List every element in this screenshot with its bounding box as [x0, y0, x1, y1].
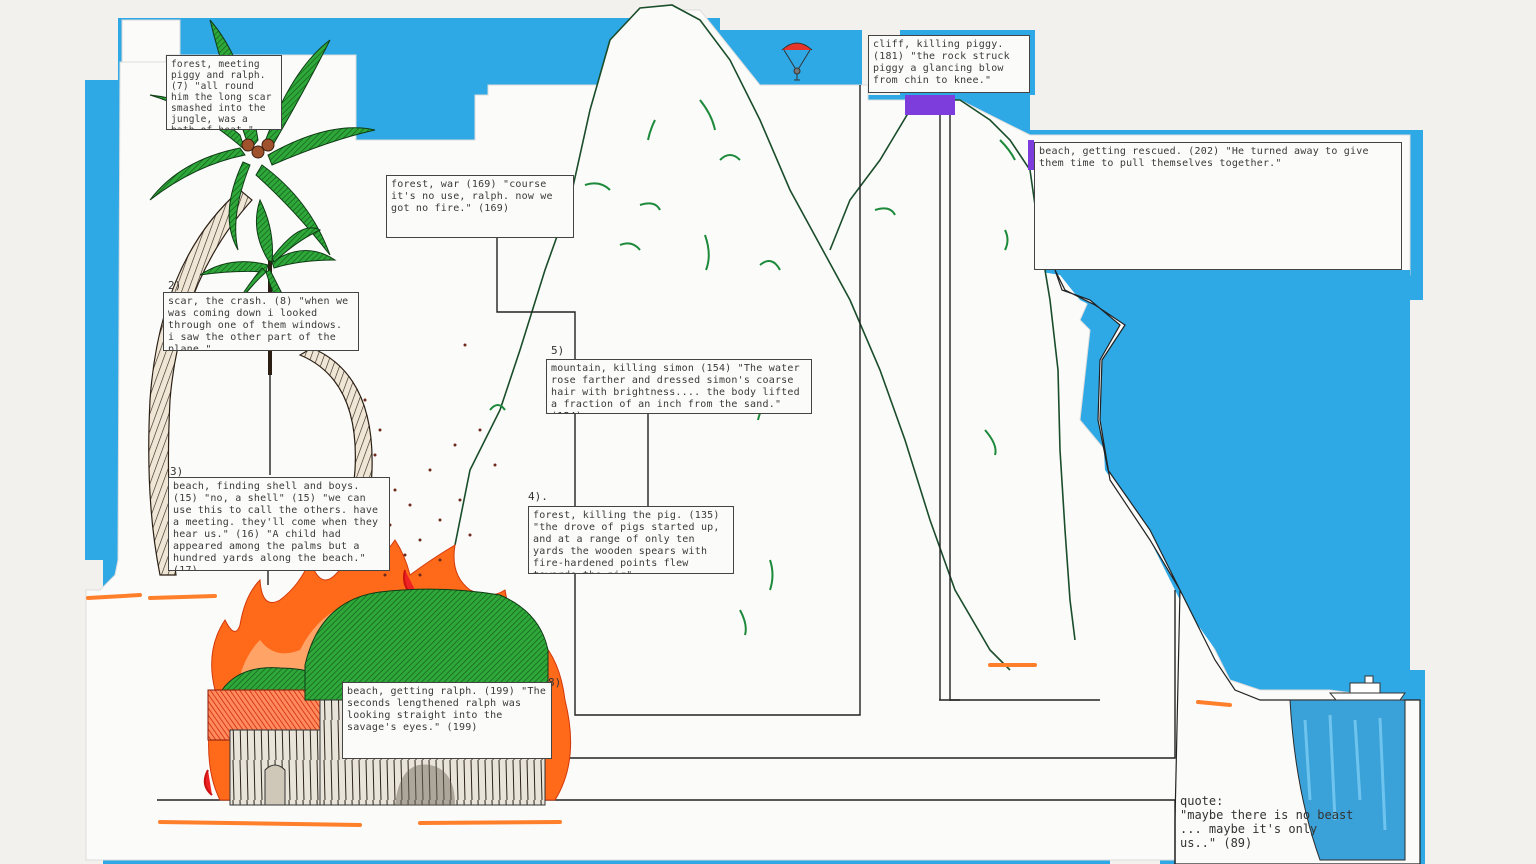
event-text: beach, getting rescued. (202) "He turned… [1039, 146, 1369, 169]
hut-big-roof [304, 588, 549, 701]
event-text: forest, war (169) "course it's no use, r… [391, 179, 553, 214]
event-text: mountain, killing simon (154) "The water… [551, 363, 800, 413]
mountain-left [454, 4, 1011, 671]
event-card-9: beach, getting rescued. (202) "He turned… [1034, 142, 1402, 270]
event-text: cliff, killing piggy. (181) "the rock st… [873, 39, 1010, 86]
sand-marks [86, 593, 1232, 827]
event-number: 3) [170, 465, 184, 478]
closing-quote: quote: "maybe there is no beast ... mayb… [1180, 794, 1360, 850]
mountain-right [829, 99, 1076, 641]
event-card-7: cliff, killing piggy. (181) "the rock st… [868, 35, 1030, 93]
event-card-3: beach, finding shell and boys. (15) "no,… [168, 477, 390, 571]
event-text: scar, the crash. (8) "when we was coming… [168, 296, 349, 351]
event-card-4: forest, killing the pig. (135) "the drov… [528, 506, 734, 574]
event-number: 2) [168, 279, 182, 292]
event-card-1: forest, meeting piggy and ralph. (7) "al… [166, 55, 282, 130]
quote-label: quote: [1180, 794, 1224, 808]
event-number: 5) [551, 344, 565, 357]
event-card-5: mountain, killing simon (154) "The water… [546, 359, 812, 414]
parachute-figure [781, 42, 813, 81]
quote-text: "maybe there is no beast ... maybe it's … [1180, 808, 1354, 850]
event-text: forest, meeting piggy and ralph. (7) "al… [171, 59, 272, 129]
ocean-water [1289, 699, 1406, 861]
event-card-8: beach, getting ralph. (199) "The seconds… [342, 682, 552, 759]
event-card-2: scar, the crash. (8) "when we was coming… [163, 292, 359, 351]
event-text: beach, getting ralph. (199) "The seconds… [347, 686, 547, 733]
event-text: beach, finding shell and boys. (15) "no,… [173, 481, 379, 571]
coconuts [241, 138, 275, 159]
sea [1030, 270, 1410, 680]
event-card-6: forest, war (169) "course it's no use, r… [386, 175, 574, 238]
purple-tab [905, 95, 955, 115]
event-text: forest, killing the pig. (135) "the drov… [533, 510, 720, 573]
event-number: 4). [528, 490, 548, 503]
rescue-ship [1328, 675, 1406, 701]
